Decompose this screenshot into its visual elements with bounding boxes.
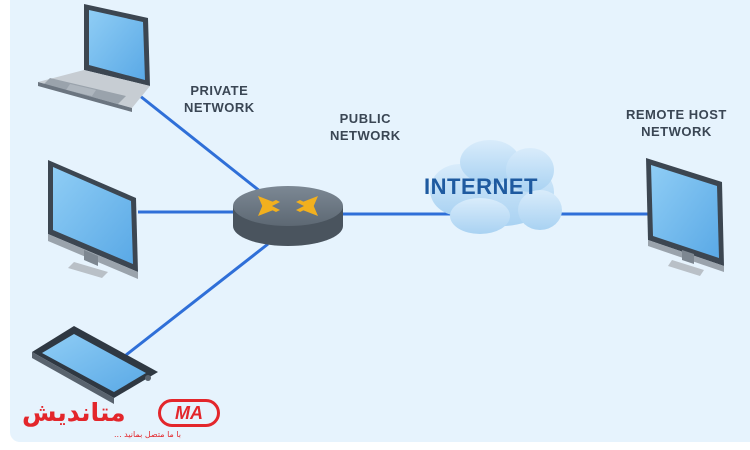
- public-network-label-line2: NETWORK: [330, 128, 401, 143]
- router-arrows-icon: [258, 196, 318, 216]
- smartphone-icon: [32, 326, 158, 404]
- remote-monitor-icon: [646, 158, 724, 276]
- remote-host-label-line1: REMOTE HOST: [626, 107, 727, 122]
- diagram-canvas: PRIVATE NETWORK PUBLIC NETWORK INTERNET …: [10, 0, 750, 442]
- public-network-label-line1: PUBLIC: [339, 111, 392, 126]
- network-diagram: [32, 4, 724, 404]
- public-network-label: PUBLIC NETWORK: [330, 110, 401, 144]
- private-network-label-line2: NETWORK: [184, 100, 255, 115]
- private-network-label-line1: PRIVATE: [190, 83, 249, 98]
- internet-label: INTERNET: [424, 174, 538, 199]
- brand-name: متاندیش: [22, 398, 126, 427]
- brand-logo: متاندیش MA با ما متصل بمانید ...: [18, 396, 228, 444]
- connection-lines: [125, 90, 650, 357]
- remote-host-label-line2: NETWORK: [641, 124, 712, 139]
- brand-mark: MA: [158, 399, 220, 427]
- router-icon: [233, 186, 343, 246]
- link-phone-router: [125, 242, 269, 357]
- link-laptop-router: [134, 90, 267, 198]
- desktop-monitor-icon: [48, 160, 138, 279]
- laptop-icon: [38, 4, 150, 112]
- remote-host-network-label: REMOTE HOST NETWORK: [626, 106, 727, 140]
- cloud-icon: [430, 140, 562, 234]
- brand-tagline: با ما متصل بمانید ...: [114, 430, 182, 439]
- private-network-label: PRIVATE NETWORK: [184, 82, 255, 116]
